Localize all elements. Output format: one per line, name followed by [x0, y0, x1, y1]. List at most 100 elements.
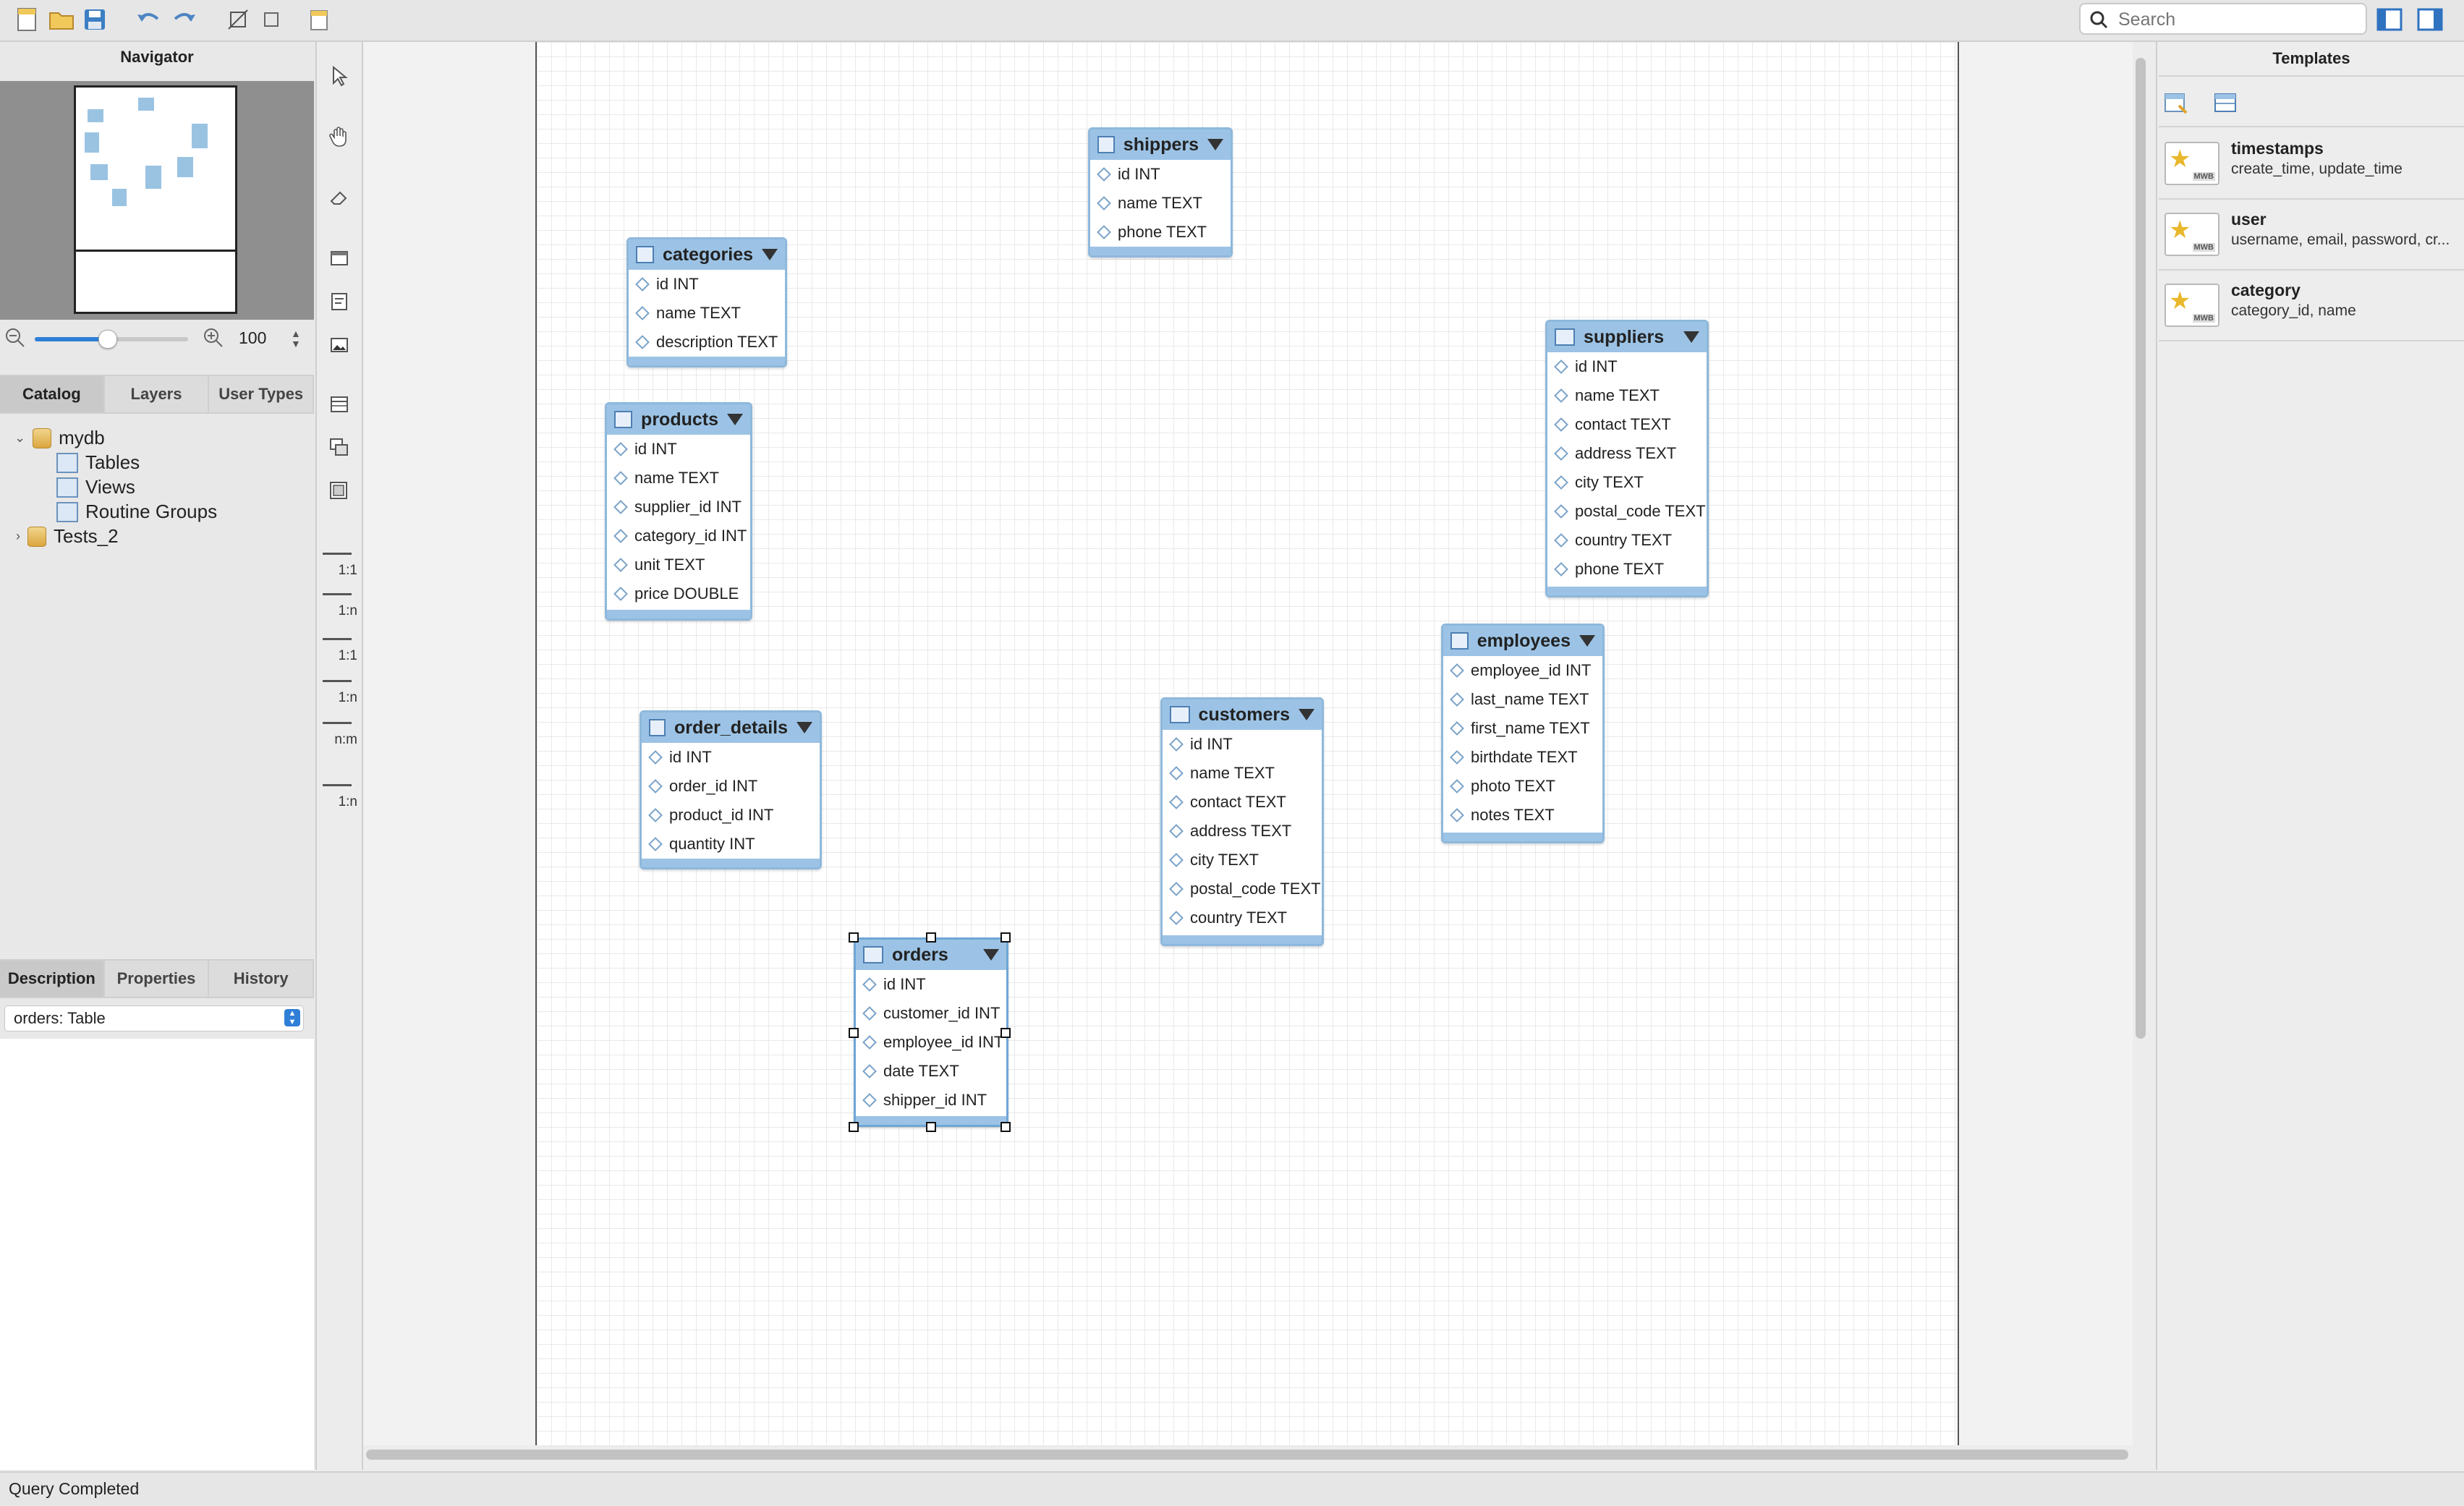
entity-column[interactable]: category_id INT — [607, 522, 750, 550]
eraser-tool-icon[interactable] — [326, 184, 353, 211]
hand-tool-icon[interactable] — [326, 123, 353, 150]
entity-employees[interactable]: employees employee_id INT last_name TEXT… — [1441, 624, 1605, 843]
entity-column[interactable]: country TEXT — [1547, 526, 1707, 555]
relation-1-n-identifying-tool[interactable]: 1:n — [323, 674, 357, 706]
collapse-arrow-icon[interactable] — [1207, 139, 1223, 150]
entity-header[interactable]: categories — [629, 239, 785, 270]
zoom-slider[interactable] — [35, 330, 188, 349]
relation-1-1-nonidentifying-tool[interactable]: 1:1 — [323, 547, 357, 579]
chevron-down-icon[interactable]: ⌄ — [14, 430, 26, 445]
entity-column[interactable]: description TEXT — [629, 328, 785, 357]
entity-customers[interactable]: customers id INT name TEXT contact TEXT … — [1160, 697, 1324, 946]
template-item-category[interactable]: ★MWB category category_id, name — [2159, 271, 2464, 341]
new-document-icon[interactable] — [13, 6, 41, 33]
table-tool-icon[interactable] — [326, 391, 353, 418]
template-item-user[interactable]: ★MWB user username, email, password, cr.… — [2159, 200, 2464, 271]
undo-icon[interactable] — [135, 6, 162, 33]
new-diagram-icon[interactable] — [305, 6, 333, 33]
entity-column[interactable]: unit TEXT — [607, 550, 750, 579]
entity-column[interactable]: city TEXT — [1547, 468, 1707, 497]
entity-header[interactable]: orders — [856, 940, 1006, 970]
relation-1-1-identifying-tool[interactable]: 1:1 — [323, 632, 357, 664]
entity-column[interactable]: shipper_id INT — [856, 1086, 1006, 1115]
entity-header[interactable]: products — [607, 404, 750, 435]
resize-handle-s[interactable] — [926, 1122, 936, 1132]
view-tool-icon[interactable] — [326, 434, 353, 461]
resize-handle-n[interactable] — [926, 932, 936, 943]
entity-column[interactable]: id INT — [607, 435, 750, 464]
tab-properties[interactable]: Properties — [104, 961, 210, 997]
entity-shippers[interactable]: shippers id INT name TEXT phone TEXT — [1088, 127, 1233, 258]
resize-handle-se[interactable] — [1001, 1122, 1011, 1132]
entity-column[interactable]: notes TEXT — [1443, 801, 1602, 830]
tree-item-views[interactable]: Views — [56, 476, 135, 498]
zoom-slider-thumb[interactable] — [98, 330, 117, 349]
routine-group-tool-icon[interactable] — [326, 477, 353, 505]
resize-handle-nw[interactable] — [849, 932, 859, 943]
search-input[interactable] — [2117, 9, 2358, 30]
relation-n-m-tool[interactable]: n:m — [323, 716, 357, 748]
navigator-viewport[interactable] — [74, 85, 237, 314]
resize-handle-sw[interactable] — [849, 1122, 859, 1132]
zoom-in-icon[interactable] — [203, 327, 224, 349]
redo-icon[interactable] — [171, 6, 198, 33]
relation-existing-columns-tool[interactable]: 1:n — [323, 778, 357, 810]
image-tool-icon[interactable] — [326, 331, 353, 359]
entity-column[interactable]: quantity INT — [642, 830, 820, 859]
entity-column[interactable]: name TEXT — [1163, 759, 1322, 788]
resize-handle-ne[interactable] — [1001, 932, 1011, 943]
relation-1-n-nonidentifying-tool[interactable]: 1:n — [323, 587, 357, 619]
entity-column[interactable]: id INT — [1163, 730, 1322, 759]
collapse-arrow-icon[interactable] — [983, 949, 999, 961]
entity-column[interactable]: postal_code TEXT — [1547, 497, 1707, 526]
entity-column[interactable]: phone TEXT — [1547, 555, 1707, 584]
entity-column[interactable]: contact TEXT — [1163, 788, 1322, 817]
sidebar-left-toggle-icon[interactable] — [2376, 6, 2403, 33]
zoom-out-icon[interactable] — [4, 327, 26, 349]
note-tool-icon[interactable] — [326, 288, 353, 315]
entity-header[interactable]: employees — [1443, 626, 1602, 656]
pointer-tool-icon[interactable] — [326, 62, 353, 90]
collapse-arrow-icon[interactable] — [1683, 331, 1699, 343]
tab-catalog[interactable]: Catalog — [0, 376, 105, 412]
horizontal-scrollbar[interactable] — [366, 1450, 2128, 1460]
entity-column[interactable]: employee_id INT — [1443, 656, 1602, 685]
tree-item-routine-groups[interactable]: Routine Groups — [56, 501, 217, 523]
entity-column[interactable]: name TEXT — [629, 299, 785, 328]
template-item-timestamps[interactable]: ★MWB timestamps create_time, update_time — [2159, 129, 2464, 200]
entity-column[interactable]: first_name TEXT — [1443, 714, 1602, 743]
entity-column[interactable]: customer_id INT — [856, 999, 1006, 1028]
tab-user-types[interactable]: User Types — [209, 376, 315, 412]
toggle-page-icon[interactable] — [258, 6, 285, 33]
entity-products[interactable]: products id INT name TEXT supplier_id IN… — [605, 402, 752, 621]
entity-column[interactable]: photo TEXT — [1443, 772, 1602, 801]
object-select[interactable]: orders: Table ▲▼ — [4, 1005, 304, 1031]
collapse-arrow-icon[interactable] — [1299, 709, 1314, 720]
entity-column[interactable]: id INT — [1090, 160, 1231, 189]
entity-order-details[interactable]: order_details id INT order_id INT produc… — [640, 710, 822, 869]
tree-item-tests2[interactable]: › Tests_2 — [16, 525, 119, 548]
save-icon[interactable] — [81, 6, 109, 33]
entity-column[interactable]: id INT — [1547, 352, 1707, 381]
entity-column[interactable]: id INT — [629, 270, 785, 299]
tree-item-tables[interactable]: Tables — [56, 451, 140, 474]
resize-handle-e[interactable] — [1001, 1028, 1011, 1038]
open-folder-icon[interactable] — [48, 6, 75, 33]
entity-column[interactable]: postal_code TEXT — [1163, 875, 1322, 903]
entity-column[interactable]: name TEXT — [1547, 381, 1707, 410]
resize-handle-w[interactable] — [849, 1028, 859, 1038]
entity-suppliers[interactable]: suppliers id INT name TEXT contact TEXT … — [1545, 320, 1709, 597]
entity-column[interactable]: order_id INT — [642, 772, 820, 801]
entity-column[interactable]: birthdate TEXT — [1443, 743, 1602, 772]
tree-item-mydb[interactable]: ⌄ mydb — [14, 427, 105, 449]
table-template-icon[interactable] — [2212, 90, 2238, 116]
entity-orders[interactable]: orders id INT customer_id INT employee_i… — [854, 937, 1008, 1127]
entity-header[interactable]: shippers — [1090, 129, 1231, 160]
entity-column[interactable]: supplier_id INT — [607, 493, 750, 522]
add-template-icon[interactable] — [2163, 90, 2189, 116]
entity-header[interactable]: suppliers — [1547, 322, 1707, 352]
entity-column[interactable]: city TEXT — [1163, 846, 1322, 875]
entity-column[interactable]: contact TEXT — [1547, 410, 1707, 439]
entity-header[interactable]: order_details — [642, 712, 820, 743]
entity-column[interactable]: phone TEXT — [1090, 218, 1231, 247]
